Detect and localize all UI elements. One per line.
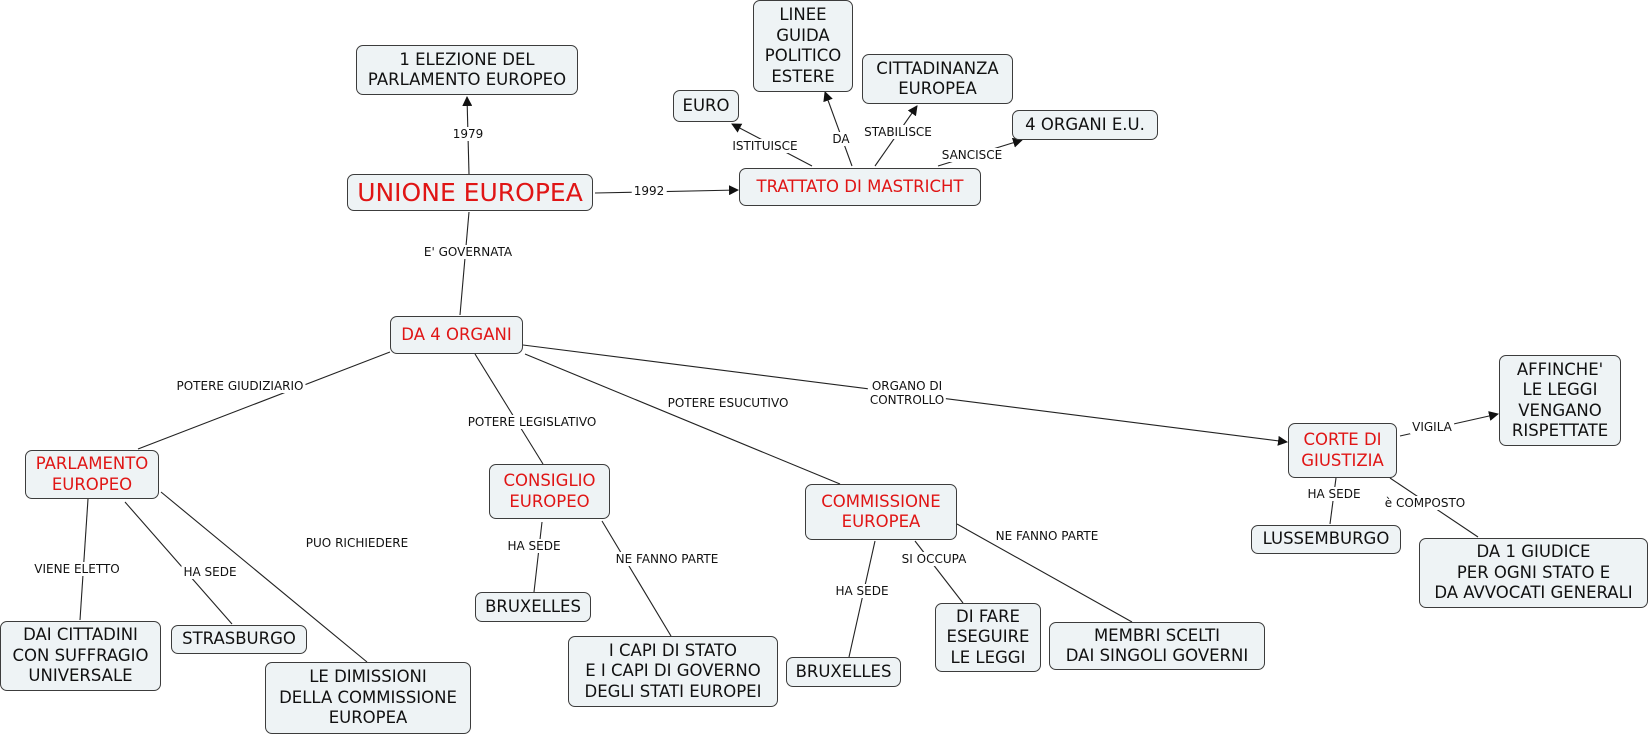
node-euro[interactable]: EURO xyxy=(673,90,739,122)
node-unione-europea[interactable]: UNIONE EUROPEA xyxy=(347,174,593,211)
node-consiglio-europeo[interactable]: CONSIGLIO EUROPEO xyxy=(489,464,610,519)
edge-parlamento-strasburgo xyxy=(124,501,233,625)
node-commissione-europea[interactable]: COMMISSIONE EUROPEA xyxy=(805,484,957,540)
label-sancisce: SANCISCE xyxy=(939,148,1005,162)
label-ha-sede-parlamento: HA SEDE xyxy=(181,565,239,579)
label-da: DA xyxy=(830,132,852,146)
node-cittadini-suffragio[interactable]: DAI CITTADINI CON SUFFRAGIO UNIVERSALE xyxy=(0,621,161,691)
edge-parlamento-cittadini xyxy=(79,498,89,621)
label-ha-sede-corte: HA SEDE xyxy=(1305,487,1363,501)
label-ha-sede-consiglio: HA SEDE xyxy=(505,539,563,553)
label-potere-esecutivo: POTERE ESUCUTIVO xyxy=(665,396,791,410)
edge-consiglio-bruxelles xyxy=(533,521,543,593)
label-potere-legislativo: POTERE LEGISLATIVO xyxy=(465,415,599,429)
edge-unione-trattato xyxy=(594,185,739,196)
node-affinche-leggi[interactable]: AFFINCHE' LE LEGGI VENGANO RISPETTATE xyxy=(1499,355,1621,446)
node-elezione-parlamento[interactable]: 1 ELEZIONE DEL PARLAMENTO EUROPEO xyxy=(356,45,578,95)
label-1979: 1979 xyxy=(450,127,486,141)
label-stabilisce: STABILISCE xyxy=(862,125,934,139)
node-dimissioni-commissione[interactable]: LE DIMISSIONI DELLA COMMISSIONE EUROPEA xyxy=(265,662,471,734)
edge-da4organi-commissione xyxy=(524,353,841,485)
node-corte-giustizia[interactable]: CORTE DI GIUSTIZIA xyxy=(1288,423,1397,478)
edge-commissione-membri xyxy=(956,523,1133,623)
edge-trattato-linee xyxy=(823,91,853,167)
edge-consiglio-capi xyxy=(601,520,672,637)
node-bruxelles-consiglio[interactable]: BRUXELLES xyxy=(475,592,591,622)
label-puo-richiedere: PUO RICHIEDERE xyxy=(303,536,411,550)
node-giudice-avvocati[interactable]: DA 1 GIUDICE PER OGNI STATO E DA AVVOCAT… xyxy=(1419,538,1648,608)
edge-unione-da4organi xyxy=(459,211,470,316)
label-governata: E' GOVERNATA xyxy=(421,245,515,259)
label-1992: 1992 xyxy=(631,184,667,198)
edge-commissione-bruxelles xyxy=(848,540,876,658)
label-si-occupa: SI OCCUPA xyxy=(899,552,969,566)
edge-da4organi-parlamento xyxy=(137,351,391,450)
label-ne-fanno-parte-commissione: NE FANNO PARTE xyxy=(993,529,1101,543)
label-organo-controllo: ORGANO DI CONTROLLO xyxy=(867,379,947,407)
label-vigila: VIGILA xyxy=(1410,420,1454,434)
node-parlamento-europeo[interactable]: PARLAMENTO EUROPEO xyxy=(25,450,159,499)
node-trattato-mastricht[interactable]: TRATTATO DI MASTRICHT xyxy=(739,168,981,206)
node-da-4-organi[interactable]: DA 4 ORGANI xyxy=(390,316,523,354)
edge-corte-lussemburgo xyxy=(1329,477,1337,525)
label-ne-fanno-parte-consiglio: NE FANNO PARTE xyxy=(613,552,721,566)
node-4-organi-eu[interactable]: 4 ORGANI E.U. xyxy=(1012,110,1158,140)
label-istituisce: ISTITUISCE xyxy=(730,139,800,153)
label-viene-eletto: VIENE ELETTO xyxy=(32,562,122,576)
node-bruxelles-commissione[interactable]: BRUXELLES xyxy=(786,657,901,687)
node-lussemburgo[interactable]: LUSSEMBURGO xyxy=(1251,525,1401,554)
node-capi-stato-governo[interactable]: I CAPI DI STATO E I CAPI DI GOVERNO DEGL… xyxy=(568,636,778,707)
node-linee-guida[interactable]: LINEE GUIDA POLITICO ESTERE xyxy=(753,0,853,92)
label-e-composto: è COMPOSTO xyxy=(1382,496,1468,510)
node-membri-scelti[interactable]: MEMBRI SCELTI DAI SINGOLI GOVERNI xyxy=(1049,622,1265,670)
node-fare-eseguire-leggi[interactable]: DI FARE ESEGUIRE LE LEGGI xyxy=(935,603,1041,672)
node-strasburgo[interactable]: STRASBURGO xyxy=(171,625,307,654)
label-ha-sede-commissione: HA SEDE xyxy=(833,584,891,598)
edge-parlamento-dimissioni xyxy=(160,491,368,663)
node-cittadinanza-europea[interactable]: CITTADINANZA EUROPEA xyxy=(862,54,1013,104)
label-potere-giudiziario: POTERE GIUDIZIARIO xyxy=(174,379,306,393)
edge-da4organi-consiglio xyxy=(474,353,544,465)
edge-commissione-fare xyxy=(914,540,964,604)
